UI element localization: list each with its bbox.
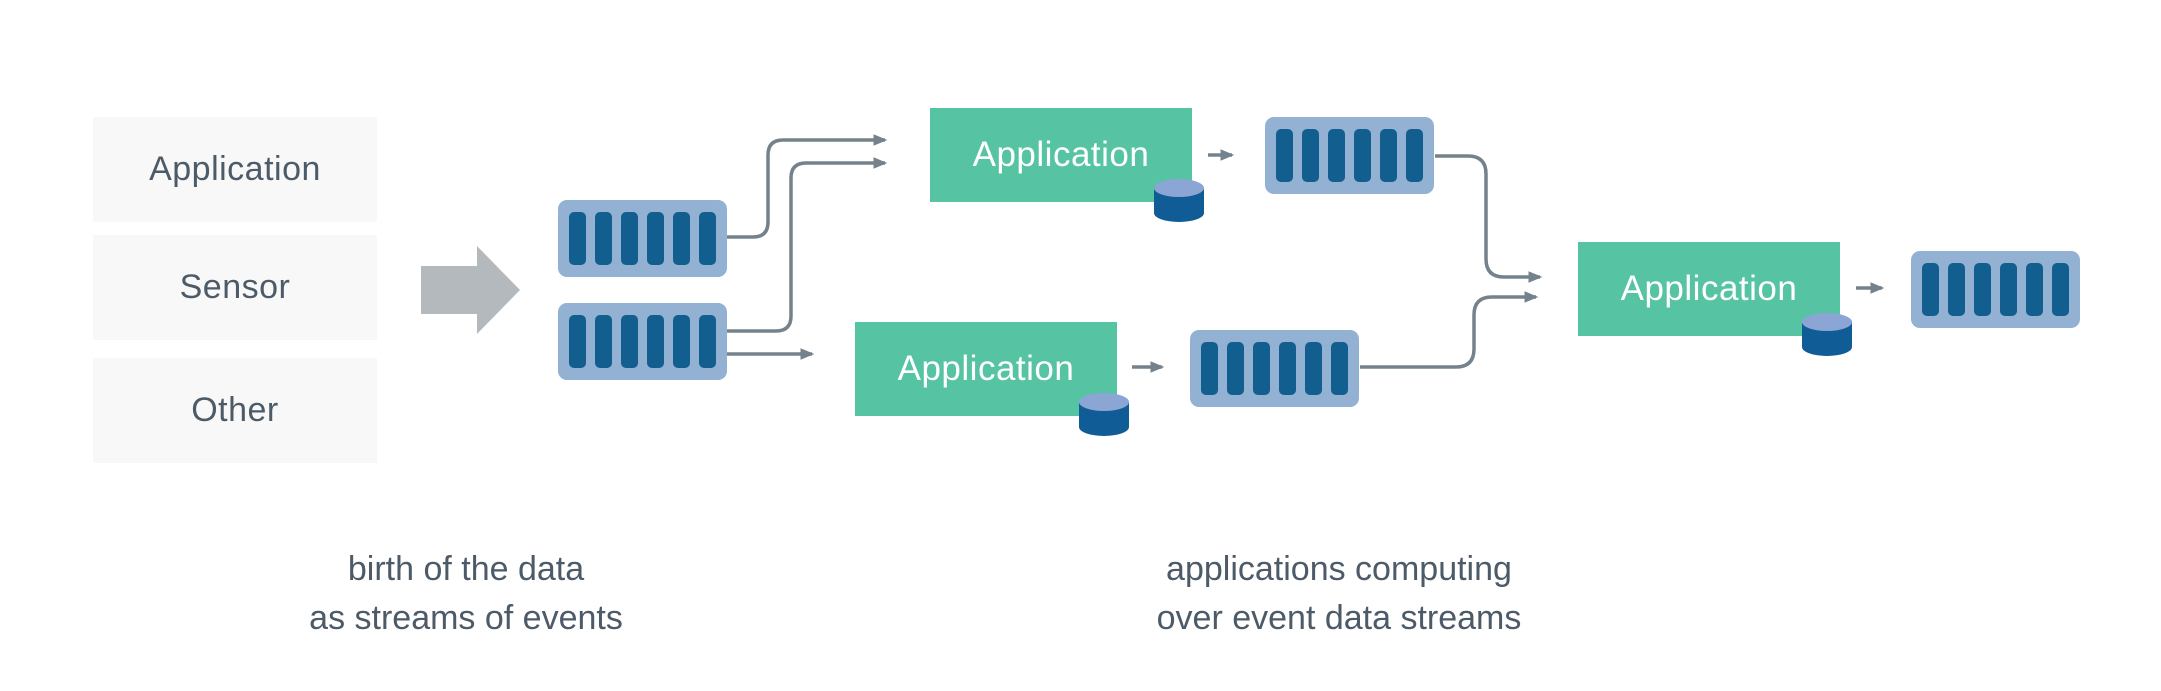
connector-stream3-to-app3 bbox=[1435, 154, 1543, 283]
stream-segment bbox=[595, 315, 612, 368]
stream-segment bbox=[1305, 342, 1322, 395]
stream-segment bbox=[569, 212, 586, 265]
source-label: Other bbox=[191, 391, 279, 429]
stream-segment bbox=[2026, 263, 2043, 316]
database-cylinder-icon bbox=[1154, 179, 1204, 222]
connector-stream2-to-app1 bbox=[727, 157, 888, 333]
connector-stream4-to-app3 bbox=[1360, 291, 1539, 369]
stream-segment bbox=[1201, 342, 1218, 395]
stream-segment bbox=[699, 212, 716, 265]
stream-segment bbox=[2000, 263, 2017, 316]
event-stream-icon bbox=[558, 303, 727, 380]
stream-segment bbox=[621, 315, 638, 368]
stream-segment bbox=[1253, 342, 1270, 395]
application-node-top: Application bbox=[930, 108, 1204, 222]
database-cylinder-icon bbox=[1079, 393, 1129, 436]
stream-segment bbox=[1948, 263, 1965, 316]
application-node-right: Application bbox=[1578, 242, 1852, 356]
stream-segment bbox=[1354, 129, 1371, 182]
caption-line: birth of the data bbox=[347, 550, 585, 588]
stream-segment bbox=[1406, 129, 1423, 182]
application-label: Application bbox=[972, 135, 1150, 174]
caption-line: as streams of events bbox=[309, 599, 623, 637]
stream-segment bbox=[673, 315, 690, 368]
stream-segment bbox=[1380, 129, 1397, 182]
caption-line: applications computing bbox=[1166, 550, 1512, 588]
stream-segment bbox=[1922, 263, 1939, 316]
application-node-bottom: Application bbox=[855, 322, 1129, 436]
big-right-arrow-icon bbox=[421, 246, 520, 334]
stream-segment bbox=[595, 212, 612, 265]
caption-birth-of-data: birth of the data as streams of events bbox=[216, 545, 716, 643]
stream-segment bbox=[647, 212, 664, 265]
stream-segment bbox=[1227, 342, 1244, 395]
event-stream-icon bbox=[1911, 251, 2080, 328]
stream-segment bbox=[1302, 129, 1319, 182]
event-stream-icon bbox=[558, 200, 727, 277]
stream-segment bbox=[1974, 263, 1991, 316]
caption-applications-computing: applications computing over event data s… bbox=[1089, 545, 1589, 643]
database-cylinder-icon bbox=[1802, 313, 1852, 356]
event-stream-icon bbox=[1190, 330, 1359, 407]
stream-segment bbox=[647, 315, 664, 368]
caption-line: over event data streams bbox=[1156, 599, 1522, 637]
stream-segment bbox=[1328, 129, 1345, 182]
stream-segment bbox=[673, 212, 690, 265]
source-box-application: Application bbox=[93, 117, 377, 222]
stream-segment bbox=[1279, 342, 1296, 395]
stream-segment bbox=[1276, 129, 1293, 182]
stream-segment bbox=[621, 212, 638, 265]
application-label: Application bbox=[1620, 269, 1798, 308]
connector-stream1-to-app1 bbox=[727, 134, 888, 239]
stream-segment bbox=[699, 315, 716, 368]
stream-segment bbox=[569, 315, 586, 368]
source-label: Application bbox=[149, 150, 321, 188]
source-label: Sensor bbox=[179, 268, 291, 306]
source-box-other: Other bbox=[93, 358, 377, 463]
event-stream-icon bbox=[1265, 117, 1434, 194]
application-label: Application bbox=[897, 349, 1075, 388]
source-box-sensor: Sensor bbox=[93, 235, 377, 340]
stream-segment bbox=[1331, 342, 1348, 395]
stream-segment bbox=[2052, 263, 2069, 316]
